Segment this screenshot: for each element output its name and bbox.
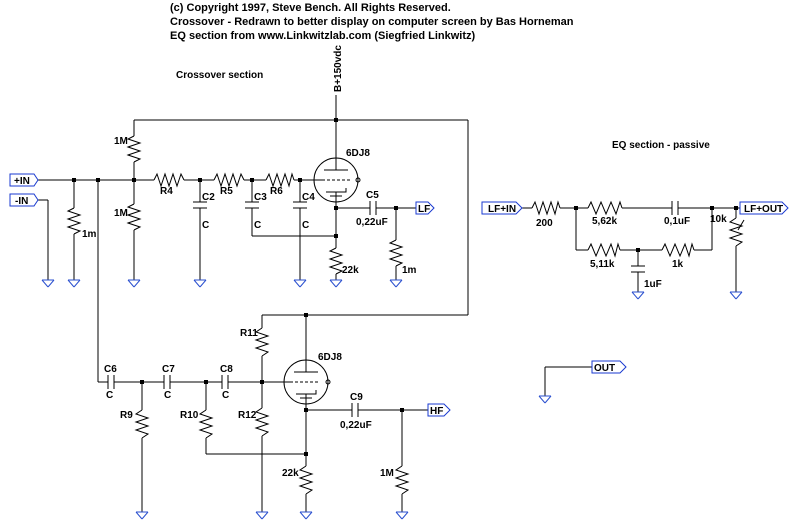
svg-text:C8: C8 <box>220 364 233 375</box>
svg-text:1M: 1M <box>380 468 394 479</box>
lower-wires <box>98 314 428 512</box>
svg-text:C: C <box>164 390 171 401</box>
resistor-r5 <box>213 172 245 188</box>
resistor-r-hf-out <box>394 465 410 495</box>
crossover-section-title: Crossover section <box>176 70 263 81</box>
svg-text:HF: HF <box>430 406 443 417</box>
svg-text:C3: C3 <box>254 192 267 203</box>
svg-text:1M: 1M <box>114 208 128 219</box>
svg-text:R4: R4 <box>160 186 173 197</box>
capacitor-c4 <box>293 201 307 209</box>
resistor-r-bot-1m <box>126 203 142 231</box>
svg-text:5,11k: 5,11k <box>590 259 615 270</box>
tube-lower-icon <box>282 359 331 405</box>
capacitor-c6 <box>107 375 115 389</box>
svg-text:0,22uF: 0,22uF <box>356 217 388 228</box>
svg-text:1m: 1m <box>82 229 97 240</box>
svg-text:0,22uF: 0,22uF <box>340 420 372 431</box>
copyright-line: (c) Copyright 1997, Steve Bench. All Rig… <box>170 2 451 14</box>
svg-text:OUT: OUT <box>594 363 615 374</box>
port-lf-in[interactable]: LF+IN <box>481 201 523 215</box>
supply-label: B+150vdc <box>333 45 344 92</box>
svg-text:C: C <box>202 220 209 231</box>
resistor-r11 <box>254 327 270 357</box>
component-labels: 6DJ8 6DJ8 6DJ8 1M 1M 1m R4 R5 R6 C2 C C3… <box>82 136 727 479</box>
capacitor-c3 <box>245 201 259 209</box>
tube-upper-icon <box>313 157 361 203</box>
svg-text:R11: R11 <box>240 328 258 339</box>
svg-text:C5: C5 <box>366 190 379 201</box>
capacitor-c2 <box>193 201 207 209</box>
resistor-eq-10k <box>728 217 744 247</box>
port-out[interactable]: OUT <box>591 360 627 374</box>
tube-lower-name: 6DJ8 <box>318 352 342 363</box>
resistor-eq-200 <box>531 200 561 216</box>
pot-wiper-icon <box>737 219 745 231</box>
svg-text:-IN: -IN <box>15 196 28 207</box>
svg-text:C6: C6 <box>104 364 117 375</box>
svg-text:C: C <box>222 390 229 401</box>
capacitor-c9 <box>351 403 359 417</box>
resistor-eq-562k <box>587 200 623 216</box>
eq-source-note: EQ section from www.Linkwitzlab.com (Sie… <box>170 30 476 42</box>
tube-upper-name: 6DJ8 <box>346 148 370 159</box>
svg-text:LF: LF <box>418 204 430 215</box>
svg-text:C9: C9 <box>350 392 363 403</box>
svg-text:22k: 22k <box>282 468 299 479</box>
redrawn-note: Crossover - Redrawn to better display on… <box>170 16 574 28</box>
capacitor-c5 <box>369 201 377 215</box>
svg-text:LF+OUT: LF+OUT <box>744 204 783 215</box>
svg-text:R10: R10 <box>180 410 199 421</box>
svg-text:+IN: +IN <box>14 176 30 187</box>
port-hf[interactable]: HF <box>427 403 451 417</box>
port-in-minus[interactable]: -IN <box>9 193 39 207</box>
resistor-r-lf-out <box>388 239 404 267</box>
svg-text:200: 200 <box>536 218 553 229</box>
port-in-plus[interactable]: +IN <box>9 173 39 187</box>
eq-section-title: EQ section - passive <box>612 140 710 151</box>
svg-text:0,1uF: 0,1uF <box>664 216 690 227</box>
svg-text:1k: 1k <box>672 259 684 270</box>
svg-text:1M: 1M <box>114 136 128 147</box>
svg-text:C2: C2 <box>202 192 215 203</box>
svg-text:C: C <box>254 220 261 231</box>
eq-wires <box>522 207 740 396</box>
resistor-r-cath-low <box>298 465 314 495</box>
svg-text:R12: R12 <box>238 410 257 421</box>
svg-text:22k: 22k <box>342 265 359 276</box>
capacitor-c8 <box>221 375 229 389</box>
svg-text:R9: R9 <box>120 410 133 421</box>
port-lf-out[interactable]: LF+OUT <box>739 201 789 215</box>
svg-text:C: C <box>106 390 113 401</box>
resistor-r-top-1m <box>126 135 142 163</box>
resistor-r4 <box>153 172 185 188</box>
svg-text:1m: 1m <box>402 265 417 276</box>
svg-text:LF+IN: LF+IN <box>488 204 516 215</box>
svg-text:R5: R5 <box>220 186 233 197</box>
resistor-eq-1k <box>661 242 695 258</box>
junction-dots <box>72 118 738 456</box>
resistor-r12 <box>254 407 270 437</box>
svg-text:10k: 10k <box>710 214 727 225</box>
capacitor-c7 <box>163 375 171 389</box>
resistor-r9 <box>134 409 150 439</box>
resistor-r10 <box>198 409 214 439</box>
resistor-r-cath-up <box>328 247 344 275</box>
svg-text:C: C <box>302 220 309 231</box>
resistor-r6 <box>265 172 295 188</box>
port-lf[interactable]: LF <box>415 201 435 215</box>
capacitor-eq-1uf <box>631 265 645 273</box>
resistor-eq-511k <box>587 242 621 258</box>
svg-text:1uF: 1uF <box>644 279 662 290</box>
capacitor-eq-01uf <box>671 201 679 215</box>
svg-text:5,62k: 5,62k <box>592 216 617 227</box>
svg-text:C4: C4 <box>302 192 315 203</box>
ground-icons <box>41 279 743 520</box>
svg-text:C7: C7 <box>162 364 175 375</box>
svg-text:R6: R6 <box>270 186 283 197</box>
resistor-r-in <box>66 207 82 235</box>
